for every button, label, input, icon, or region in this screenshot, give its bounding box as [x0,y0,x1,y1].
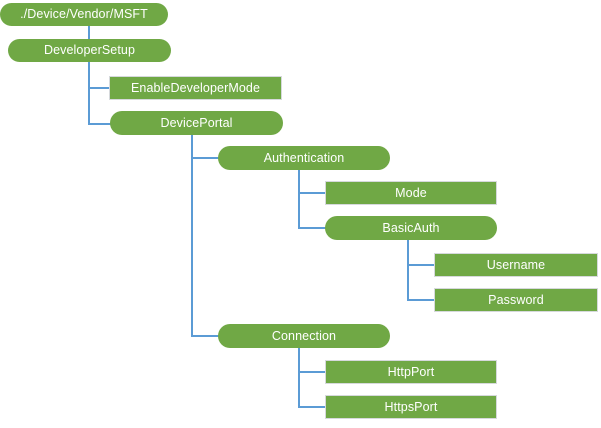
tree-node-basicauth[interactable]: BasicAuth [325,216,497,240]
tree-node-label-root: ./Device/Vendor/MSFT [20,7,148,22]
tree-node-root[interactable]: ./Device/Vendor/MSFT [0,3,168,26]
tree-node-deviceportal[interactable]: DevicePortal [110,111,283,135]
connector-developersetup-to-enabledevelopermode [88,87,110,89]
tree-node-password[interactable]: Password [434,288,598,312]
tree-node-label-username: Username [486,257,546,272]
tree-node-httpport[interactable]: HttpPort [325,360,497,384]
tree-node-developersetup[interactable]: DeveloperSetup [8,39,171,62]
connector-authentication-trunk [298,170,300,228]
tree-node-mode[interactable]: Mode [325,181,497,205]
connector-deviceportal-to-authentication [191,157,219,159]
connector-deviceportal-to-connection [191,335,219,337]
connector-basicauth-to-password [407,299,435,301]
connector-authentication-to-basicauth [298,227,326,229]
tree-node-connection[interactable]: Connection [218,324,390,348]
connector-connection-to-httpsport [298,406,326,408]
tree-node-authentication[interactable]: Authentication [218,146,390,170]
connector-connection-trunk [298,348,300,408]
connector-root-to-developersetup [88,26,90,40]
tree-node-label-password: Password [488,292,544,307]
connector-connection-to-httpport [298,371,326,373]
connector-developersetup-to-deviceportal [88,123,111,125]
tree-node-enabledevelopermode[interactable]: EnableDeveloperMode [109,76,282,100]
connector-developersetup-trunk [88,62,90,124]
tree-node-httpsport[interactable]: HttpsPort [325,395,497,419]
tree-node-label-developersetup: DeveloperSetup [43,43,136,58]
tree-node-label-enabledevelopermode: EnableDeveloperMode [130,80,261,95]
tree-node-label-httpport: HttpPort [387,364,435,379]
tree-node-label-connection: Connection [271,328,337,343]
connector-authentication-to-mode [298,192,326,194]
connector-basicauth-to-username [407,264,435,266]
tree-node-label-mode: Mode [395,185,427,200]
tree-node-label-authentication: Authentication [263,150,345,165]
tree-node-label-httpsport: HttpsPort [384,399,438,414]
tree-node-username[interactable]: Username [434,253,598,277]
connector-deviceportal-trunk [191,135,193,337]
connector-basicauth-trunk [407,240,409,300]
tree-node-label-basicauth: BasicAuth [382,220,440,235]
tree-node-label-deviceportal: DevicePortal [160,115,233,130]
